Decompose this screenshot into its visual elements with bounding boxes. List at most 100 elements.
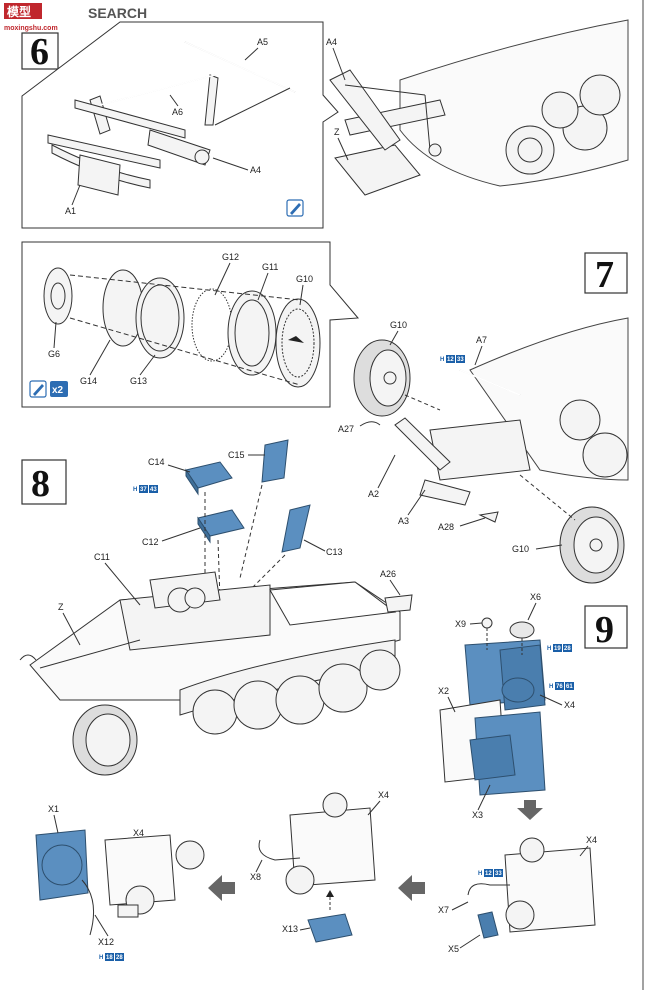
label-g11: G11 — [262, 262, 278, 272]
step-6-number: 6 — [30, 31, 49, 73]
svg-text:33: 33 — [457, 357, 464, 363]
label-g10-left: G10 — [390, 320, 407, 330]
svg-text:28: 28 — [564, 646, 571, 652]
label-x4-middle: X4 — [378, 790, 389, 800]
arrow-left-icon — [398, 875, 425, 901]
label-x8: X8 — [250, 872, 261, 882]
label-x3: X3 — [472, 810, 483, 820]
step-8-box — [21, 459, 67, 505]
vehicle-hull-drawing — [19, 571, 413, 776]
step-8: 8 C15 C14 C12 C13 H 37 43 — [19, 439, 413, 776]
multiply-badge-text: x2 — [52, 385, 64, 396]
seats-drawing — [185, 439, 311, 601]
label-g10: G10 — [296, 274, 313, 284]
label-g10-right: G10 — [512, 544, 529, 554]
multiply-badge — [50, 381, 68, 397]
svg-text:33: 33 — [495, 871, 502, 877]
step-6: 6 A5 A6 A4 A1 — [21, 19, 629, 229]
label-x1: X1 — [48, 804, 59, 814]
watermark-logo-bg — [4, 3, 42, 19]
svg-text:H: H — [549, 684, 553, 690]
svg-text:12: 12 — [485, 871, 492, 877]
label-c12: C12 — [142, 537, 159, 547]
svg-text:H: H — [99, 955, 103, 961]
front-axle-drawing — [47, 41, 296, 196]
label-a27: A27 — [338, 424, 354, 434]
engine-exploded-drawing — [439, 617, 546, 796]
label-x4: X4 — [564, 700, 575, 710]
paint-ref: H 19 28 — [547, 644, 572, 652]
svg-text:19: 19 — [554, 646, 561, 652]
engine-middle-drawing — [258, 792, 376, 943]
hull-front-drawing — [329, 19, 629, 196]
label-z: Z — [334, 127, 340, 137]
arrow-left-icon — [208, 875, 235, 901]
watermark-url: moxingshu.com — [4, 25, 58, 32]
label-x4-bottom-left: X4 — [133, 828, 144, 838]
label-a4-right: A4 — [326, 37, 337, 47]
watermark-logo: 模型 — [7, 4, 31, 19]
step-9: 9 X6 X9 X2 X4 X3 H 19 28 — [35, 592, 628, 961]
label-c13: C13 — [326, 547, 343, 557]
paint-ref: H 12 33 — [478, 869, 503, 877]
step-7-box — [584, 252, 628, 294]
step-6-callout — [21, 21, 339, 229]
label-x7: X7 — [438, 905, 449, 915]
svg-text:43: 43 — [150, 487, 157, 493]
svg-text:76: 76 — [556, 684, 563, 690]
label-x13: X13 — [282, 924, 298, 934]
label-x2: X2 — [438, 686, 449, 696]
paint-ref: H 12 33 — [440, 355, 465, 363]
label-z: Z — [58, 602, 64, 612]
label-x5: X5 — [448, 944, 459, 954]
svg-text:12: 12 — [447, 357, 454, 363]
engine-right-drawing — [467, 837, 596, 939]
label-a2: A2 — [368, 489, 379, 499]
label-a4: A4 — [250, 165, 261, 175]
step-7-callout — [21, 241, 360, 408]
label-g6: G6 — [48, 349, 60, 359]
label-a5: A5 — [257, 37, 268, 47]
label-a1: A1 — [65, 206, 76, 216]
label-x9: X9 — [455, 619, 466, 629]
step-6-box — [21, 32, 59, 70]
label-a7: A7 — [476, 335, 487, 345]
label-c15: C15 — [228, 450, 245, 460]
svg-text:18: 18 — [106, 955, 113, 961]
wheel-exploded-drawing — [43, 267, 321, 388]
label-a28: A28 — [438, 522, 454, 532]
svg-text:37: 37 — [140, 487, 147, 493]
step-8-number: 8 — [31, 463, 50, 505]
step-7: 7 G12 G11 G10 G6 G14 G13 — [21, 241, 629, 584]
label-g12: G12 — [222, 252, 239, 262]
label-x12: X12 — [98, 937, 114, 947]
label-x4-right: X4 — [586, 835, 597, 845]
label-g13: G13 — [130, 376, 147, 386]
chassis-wheels-drawing — [353, 317, 629, 584]
watermark: 模型 SEARCH moxingshu.com — [4, 3, 147, 32]
label-c14: C14 — [148, 457, 165, 467]
arrow-down-icon — [517, 800, 543, 820]
svg-text:H: H — [440, 357, 444, 363]
engine-final-drawing — [35, 829, 205, 936]
label-a26: A26 — [380, 569, 396, 579]
label-a6: A6 — [172, 107, 183, 117]
svg-text:H: H — [133, 487, 137, 493]
svg-text:H: H — [547, 646, 551, 652]
label-g14: G14 — [80, 376, 97, 386]
step-9-number: 9 — [595, 609, 614, 651]
paint-ref: H 76 61 — [549, 682, 574, 690]
paint-ref: H 37 43 — [133, 485, 158, 493]
svg-text:H: H — [478, 871, 482, 877]
svg-text:28: 28 — [116, 955, 123, 961]
label-a3: A3 — [398, 516, 409, 526]
watermark-brand: SEARCH — [88, 5, 147, 21]
paint-ref: H 18 28 — [99, 953, 124, 961]
step-7-number: 7 — [595, 254, 614, 296]
label-c11: C11 — [94, 552, 110, 562]
svg-text:61: 61 — [566, 684, 573, 690]
label-x6: X6 — [530, 592, 541, 602]
step-9-box — [584, 605, 628, 649]
